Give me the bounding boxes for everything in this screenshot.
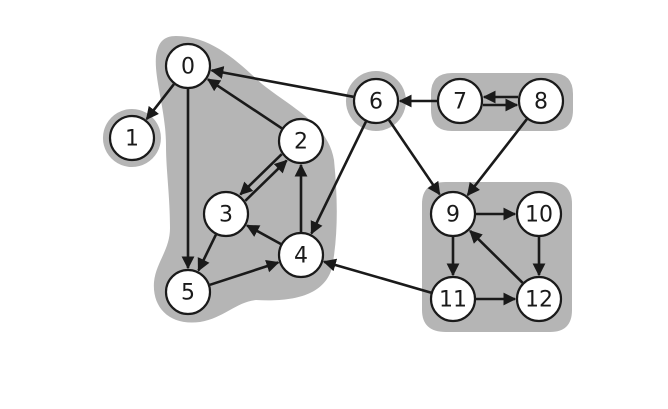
edge-3-to-2 — [244, 159, 288, 202]
edge-12-to-9 — [469, 229, 524, 284]
node-5: 5 — [164, 268, 212, 316]
edge-0-to-1 — [145, 83, 175, 121]
node-circle-10 — [515, 190, 563, 238]
edge-5-to-4 — [209, 259, 280, 287]
node-3: 3 — [202, 190, 250, 238]
node-label-7: 7 — [453, 90, 467, 115]
node-circle-1 — [108, 114, 156, 162]
edge-6-to-9 — [387, 119, 441, 196]
node-label-2: 2 — [294, 130, 308, 155]
edge-layer — [145, 66, 546, 306]
node-1: 1 — [108, 114, 156, 162]
node-7: 7 — [436, 77, 484, 125]
node-label-1: 1 — [125, 127, 139, 152]
node-circle-8 — [517, 77, 565, 125]
node-circle-7 — [436, 77, 484, 125]
node-label-12: 12 — [525, 288, 553, 313]
node-circle-2 — [277, 117, 325, 165]
node-6: 6 — [352, 77, 400, 125]
node-label-8: 8 — [534, 90, 548, 115]
node-10: 10 — [515, 190, 563, 238]
node-label-9: 9 — [446, 203, 460, 228]
node-circle-11 — [429, 275, 477, 323]
node-label-4: 4 — [294, 244, 308, 269]
edge-3-to-5 — [197, 234, 218, 272]
edge-4-to-3 — [245, 224, 282, 246]
node-circle-6 — [352, 77, 400, 125]
node-circle-12 — [515, 275, 563, 323]
node-circle-0 — [164, 42, 212, 90]
node-0: 0 — [164, 42, 212, 90]
node-label-6: 6 — [369, 90, 383, 115]
node-11: 11 — [429, 275, 477, 323]
node-circle-5 — [164, 268, 212, 316]
node-2: 2 — [277, 117, 325, 165]
node-label-10: 10 — [525, 203, 553, 228]
edge-6-to-0 — [210, 66, 354, 99]
node-circle-4 — [277, 231, 325, 279]
edge-11-to-4 — [322, 258, 432, 294]
node-4: 4 — [277, 231, 325, 279]
node-label-0: 0 — [181, 55, 195, 80]
node-label-11: 11 — [439, 288, 467, 313]
edge-8-to-9 — [466, 118, 528, 197]
node-label-5: 5 — [181, 281, 195, 306]
node-12: 12 — [515, 275, 563, 323]
node-label-3: 3 — [219, 203, 233, 228]
node-8: 8 — [517, 77, 565, 125]
edge-2-to-0 — [206, 78, 283, 130]
node-circle-3 — [202, 190, 250, 238]
node-9: 9 — [429, 190, 477, 238]
node-circle-9 — [429, 190, 477, 238]
edge-6-to-4 — [310, 121, 368, 235]
